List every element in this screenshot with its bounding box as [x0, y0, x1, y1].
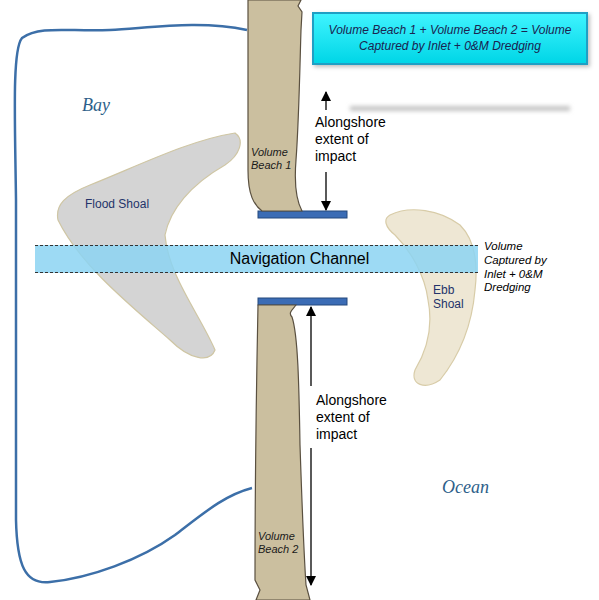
north-jetty — [258, 211, 347, 218]
water-label: Ocean — [442, 477, 522, 499]
flood-shoal-text: Flood Shoal — [85, 197, 175, 211]
equation-box-text: Volume Beach 1 + Volume Beach 2 = Volume… — [324, 22, 576, 54]
extent-arrow — [325, 92, 326, 110]
ebb-shoal-text: Ebb Shoal — [433, 283, 475, 312]
extent-label-wrap: Alongshore extent of impact — [316, 392, 402, 442]
extent-arrow — [325, 172, 326, 210]
bay-shoreline — [15, 25, 252, 582]
extent-arrow — [310, 307, 311, 386]
water-label: Bay — [82, 95, 142, 117]
equation-box: Volume Beach 1 + Volume Beach 2 = Volume… — [312, 12, 588, 65]
water-label-wrap: Bay — [82, 95, 142, 117]
beach-shape-text: Volume Beach 1 — [251, 146, 297, 172]
navigation-channel-text: Navigation Channel — [230, 250, 370, 268]
beach-shape: Volume Beach 1 — [244, 0, 306, 212]
beach-shape: Volume Beach 2 — [252, 305, 312, 600]
ebb-shoal: Ebb Shoal — [380, 205, 480, 390]
extent-label-wrap: Alongshore extent of impact — [315, 114, 401, 164]
extent-label: Alongshore extent of impact — [315, 114, 401, 164]
beach-shape-text: Volume Beach 2 — [258, 530, 302, 556]
ebb-shoal-outline — [380, 205, 480, 390]
extent-arrow — [310, 448, 311, 585]
shadow-bar — [350, 106, 570, 111]
extent-label: Alongshore extent of impact — [316, 392, 402, 442]
channel-note-wrap: Volume Captured by Inlet + 0&M Dredging — [484, 240, 558, 295]
south-jetty — [258, 298, 347, 305]
beach-shape-outline — [244, 0, 306, 212]
navigation-channel: Navigation Channel — [35, 245, 478, 273]
beach-shape-outline — [252, 305, 312, 600]
water-label-wrap: Ocean — [442, 477, 522, 499]
channel-note: Volume Captured by Inlet + 0&M Dredging — [484, 240, 558, 295]
